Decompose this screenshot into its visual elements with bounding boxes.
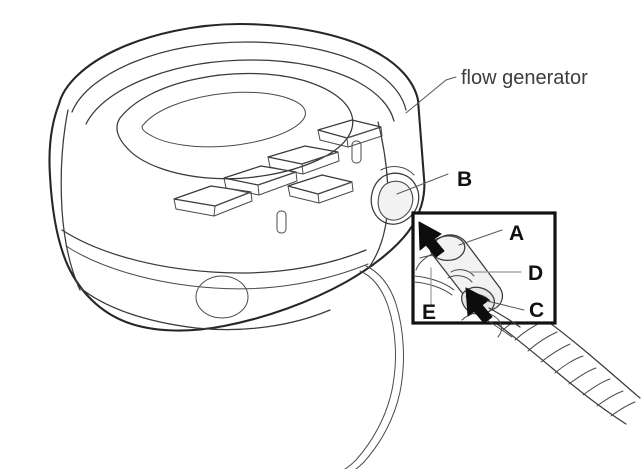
callout-label-b: B	[457, 168, 472, 191]
label-b-group: B	[396, 168, 472, 195]
label-c-group: C	[486, 299, 544, 322]
thin-pressure-tube	[344, 265, 404, 469]
detail-callout-box: A D C E	[411, 211, 557, 338]
insert-arrow-upper-left	[418, 221, 445, 258]
label-e-group: E	[422, 267, 436, 324]
label-d-group: D	[469, 262, 543, 285]
callout-label-c: C	[529, 299, 544, 322]
label-a-group: A	[458, 222, 524, 246]
callout-label-a: A	[509, 222, 524, 245]
callout-label-d: D	[528, 262, 543, 285]
callout-label-e: E	[422, 301, 436, 324]
flow-generator-label: flow generator	[461, 67, 588, 89]
device-body	[48, 22, 426, 332]
flow-generator-annotation-group: flow generator	[405, 67, 588, 114]
